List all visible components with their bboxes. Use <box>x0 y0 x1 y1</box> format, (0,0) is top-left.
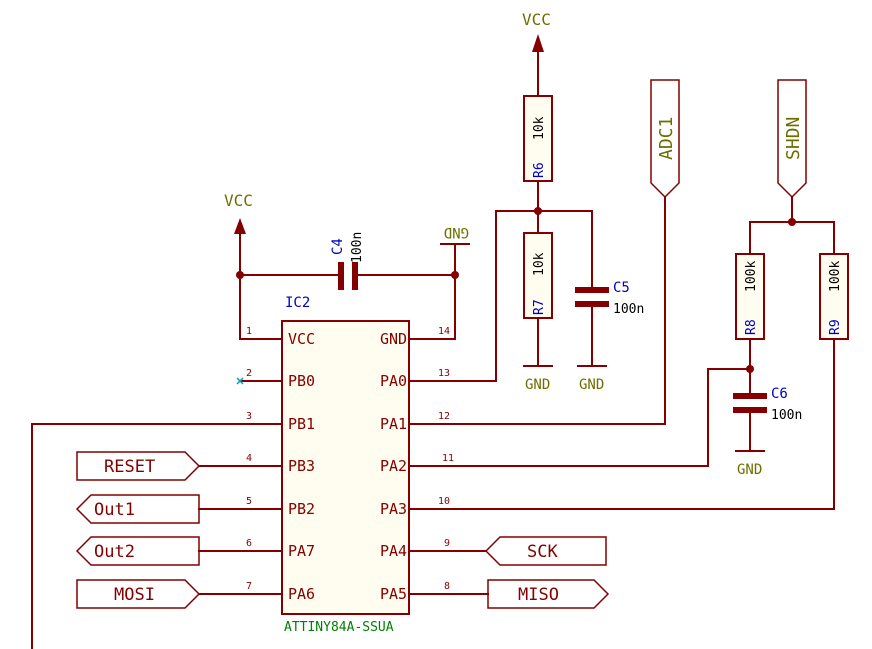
resistor-r8[interactable]: 100k R8 <box>735 253 765 340</box>
ic2-pin-6-num: 6 <box>246 538 252 549</box>
r9-ref: R9 <box>828 319 843 335</box>
ic2-pin-7-name: PA6 <box>288 585 315 603</box>
reset-label-text: RESET <box>104 457 155 477</box>
ic2-pin-14-num: 14 <box>438 326 450 337</box>
capacitor-c6[interactable]: C6 100n <box>733 386 802 423</box>
ic2-pin-3-name: PB1 <box>288 415 315 433</box>
ic2-pin-13-num: 13 <box>438 368 450 379</box>
net-label-reset[interactable]: RESET <box>76 451 201 481</box>
r6-value: 10k <box>532 116 547 140</box>
c5-ref: C5 <box>613 280 630 296</box>
mosi-label-shape <box>76 579 201 609</box>
r8-value: 100k <box>744 261 759 292</box>
miso-label-shape <box>487 579 610 609</box>
ic2-pin-7-num: 7 <box>246 581 252 592</box>
gnd-r7-label: GND <box>525 377 550 393</box>
ic2-pin-11-num: 11 <box>442 453 454 464</box>
resistor-r6[interactable]: 10k R6 <box>523 95 553 182</box>
c6-value: 100n <box>771 408 802 423</box>
capacitor-c4[interactable]: C4 100n <box>330 232 365 290</box>
resistor-r7[interactable]: 10k R7 <box>523 232 553 319</box>
vcc-symbol-top[interactable]: VCC <box>522 10 551 97</box>
no-connect-marker <box>236 377 244 385</box>
ic2-pin-9-num: 9 <box>444 538 450 549</box>
r7-body <box>523 232 553 319</box>
ic2-pin-12-name: PA1 <box>380 415 407 433</box>
r9-value: 100k <box>828 261 843 292</box>
gnd-symbol-top[interactable]: GND <box>440 224 470 245</box>
ic2-symbol[interactable]: IC2 ATTINY84A-SSUA 1 2 3 4 5 6 7 VCC PB0… <box>239 295 456 635</box>
r6-ref: R6 <box>532 162 547 178</box>
mosi-label-text: MOSI <box>114 585 155 605</box>
net-label-shdn[interactable]: SHDN <box>777 79 807 199</box>
net-label-mosi[interactable]: MOSI <box>76 579 201 609</box>
net-label-out1[interactable]: Out1 <box>75 494 200 524</box>
resistor-r9[interactable]: 100k R9 <box>819 253 849 340</box>
ic2-pin-5-num: 5 <box>246 496 252 507</box>
miso-label-text: MISO <box>518 585 559 605</box>
ic2-pin-6-name: PA7 <box>288 542 315 560</box>
gnd-symbol-c5[interactable]: GND <box>577 365 607 393</box>
c6-ref: C6 <box>771 386 788 402</box>
vcc-symbol-left[interactable]: VCC <box>224 191 253 340</box>
ic2-pin-11-name: PA2 <box>380 457 407 475</box>
r8-ref: R8 <box>744 319 759 335</box>
ic2-pin-1-num: 1 <box>246 326 252 337</box>
ic2-pin-14-name: GND <box>380 330 407 348</box>
capacitor-c5[interactable]: C5 100n <box>575 280 644 317</box>
ic2-pin-10-num: 10 <box>438 496 450 507</box>
net-label-adc1[interactable]: ADC1 <box>650 79 680 199</box>
gnd-symbol-r7[interactable]: GND <box>523 365 553 393</box>
sck-label-text: SCK <box>527 542 558 562</box>
ic2-part-name: ATTINY84A-SSUA <box>284 620 394 635</box>
out2-label-text: Out2 <box>94 542 135 562</box>
ic2-pin-8-num: 8 <box>444 581 450 592</box>
ic2-body[interactable] <box>281 320 410 615</box>
c4-ref: C4 <box>330 238 346 255</box>
net-label-sck[interactable]: SCK <box>484 536 607 566</box>
adc1-label-text: ADC1 <box>656 117 677 160</box>
ic2-pin-10-name: PA3 <box>380 500 407 518</box>
c4-value: 100n <box>350 232 365 263</box>
ic2-pin-13-name: PA0 <box>380 372 407 390</box>
ic2-pin-5-name: PB2 <box>288 500 315 518</box>
gnd-c5-label: GND <box>579 377 604 393</box>
ic2-pin-1-name: VCC <box>288 330 315 348</box>
ic2-pin-12-num: 12 <box>438 411 450 422</box>
c5-value: 100n <box>613 302 644 317</box>
gnd-top-label: GND <box>444 224 469 240</box>
ic2-pin-4-name: PB3 <box>288 457 315 475</box>
vcc-arrow-icon <box>532 34 544 52</box>
vcc-left-label: VCC <box>224 191 253 210</box>
gnd-c6-label: GND <box>737 462 762 478</box>
r7-value: 10k <box>532 252 547 276</box>
net-label-out2[interactable]: Out2 <box>75 536 200 566</box>
sck-label-shape <box>484 536 607 566</box>
r9-body <box>819 253 849 340</box>
ic2-pin-2-name: PB0 <box>288 372 315 390</box>
ic2-pin-8-name: PA5 <box>380 585 407 603</box>
net-label-miso[interactable]: MISO <box>487 579 610 609</box>
adc1-label-shape <box>650 79 680 199</box>
vcc-arrow-icon <box>234 218 246 234</box>
r7-ref: R7 <box>532 299 547 315</box>
gnd-symbol-c6[interactable]: GND <box>735 450 765 478</box>
ic2-ref: IC2 <box>285 295 310 311</box>
ic2-pin-3-num: 3 <box>246 411 252 422</box>
vcc-top-label: VCC <box>522 10 551 29</box>
ic2-pin-2-num: 2 <box>246 368 252 379</box>
shdn-label-shape <box>777 79 807 199</box>
ic2-pin-9-name: PA4 <box>380 542 407 560</box>
out1-label-text: Out1 <box>94 500 135 520</box>
ic2-pin-4-num: 4 <box>246 453 252 464</box>
shdn-label-text: SHDN <box>783 117 804 160</box>
reset-label-shape <box>76 451 201 481</box>
